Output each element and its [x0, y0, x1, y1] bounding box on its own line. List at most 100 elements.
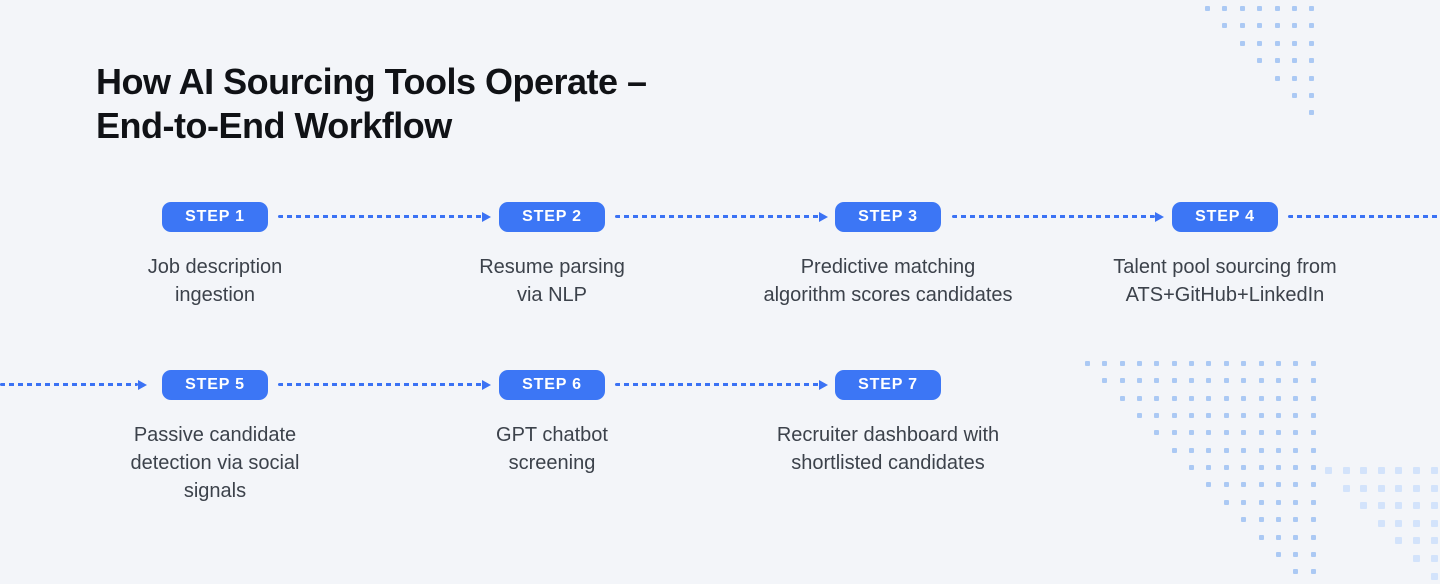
dot-square [1377, 467, 1385, 474]
dot-square [1223, 499, 1229, 505]
dot-square [1430, 537, 1438, 545]
dot-square [1310, 534, 1316, 540]
dot-square [1430, 519, 1438, 527]
dot-square [1223, 413, 1229, 419]
dot-square [1154, 395, 1160, 401]
step-label: Job description ingestion [147, 256, 283, 306]
dot-square [1223, 430, 1229, 436]
dot-square [1119, 361, 1125, 366]
dot-square [1258, 395, 1264, 401]
dot-square [1274, 6, 1280, 11]
dot-square [1119, 378, 1125, 384]
dot-square [1189, 395, 1195, 401]
page-title: How AI Sourcing Tools Operate – End-to-E… [96, 61, 647, 146]
dot-square [1137, 361, 1143, 366]
dot-square [1293, 395, 1299, 401]
flow-arrow-step2-step3 [615, 215, 819, 218]
dot-square [1293, 499, 1299, 505]
dot-square [1171, 430, 1177, 436]
dot-square [1241, 378, 1247, 384]
dot-square [1292, 93, 1297, 98]
dot-square [1395, 484, 1403, 492]
dot-square [1310, 447, 1316, 453]
dot-square [1325, 467, 1332, 474]
dot-square [1258, 413, 1264, 419]
dot-square [1293, 482, 1299, 488]
dot-square [1309, 75, 1315, 81]
dot-square [1310, 551, 1316, 557]
dot-square [1189, 361, 1195, 366]
dot-square [1275, 413, 1281, 419]
flow-arrow-step1-step2 [278, 215, 482, 218]
dot-square [1395, 502, 1403, 510]
dot-square [1310, 378, 1316, 384]
step-badge: STEP 7 [835, 370, 941, 400]
dot-square [1360, 484, 1368, 492]
dot-square [1275, 430, 1281, 436]
dot-square [1241, 447, 1247, 453]
dot-square [1241, 395, 1247, 401]
dot-square [1309, 6, 1315, 11]
step-block-7: STEP 7 Recruiter dashboard with shortlis… [718, 370, 1058, 477]
dot-square [1309, 93, 1315, 98]
dot-square [1275, 534, 1281, 540]
step-badge: STEP 1 [162, 202, 268, 232]
dot-square [1189, 413, 1195, 419]
dot-square [1171, 378, 1177, 384]
dot-square [1241, 430, 1247, 436]
dot-square [1310, 465, 1316, 471]
dot-square [1206, 378, 1212, 384]
dot-square [1206, 413, 1212, 419]
dot-square [1377, 502, 1385, 510]
dot-square [1223, 482, 1229, 488]
step-block-6: STEP 6 GPT chatbot screening [382, 370, 722, 477]
dot-square [1258, 361, 1264, 366]
dot-square [1171, 395, 1177, 401]
dot-square [1239, 6, 1245, 11]
dot-square [1293, 378, 1299, 384]
dot-square [1239, 23, 1245, 29]
dot-square [1241, 517, 1247, 523]
dot-square [1360, 467, 1368, 474]
dot-square [1413, 467, 1420, 474]
dot-square [1241, 361, 1247, 366]
dot-square [1223, 447, 1229, 453]
dot-square [1241, 482, 1247, 488]
dot-square [1310, 395, 1316, 401]
dot-square [1292, 75, 1297, 81]
dot-square [1293, 430, 1299, 436]
dot-square [1275, 378, 1281, 384]
step-label: Predictive matching algorithm scores can… [763, 256, 1013, 306]
dot-square [1137, 413, 1143, 419]
dot-square [1395, 519, 1403, 527]
dot-square [1223, 465, 1229, 471]
dot-square [1189, 465, 1195, 471]
dot-square [1293, 465, 1299, 471]
dot-square [1206, 465, 1212, 471]
dot-square [1275, 361, 1281, 366]
dot-square [1137, 395, 1143, 401]
dot-square [1241, 499, 1247, 505]
dot-square [1413, 555, 1420, 562]
dot-square [1222, 6, 1228, 11]
dot-square [1239, 40, 1245, 46]
step-label: Passive candidate detection via social s… [130, 424, 300, 502]
dot-square [1360, 502, 1368, 510]
dot-square [1189, 447, 1195, 453]
dot-square [1257, 40, 1263, 46]
dot-square [1413, 484, 1420, 492]
dot-square [1189, 430, 1195, 436]
dot-square [1206, 395, 1212, 401]
step-badge: STEP 5 [162, 370, 268, 400]
dot-square [1222, 23, 1228, 29]
dot-square [1206, 430, 1212, 436]
dot-square [1275, 447, 1281, 453]
dot-square [1377, 519, 1385, 527]
dot-square [1206, 447, 1212, 453]
dot-square [1274, 23, 1280, 29]
dot-square [1258, 499, 1264, 505]
dot-square [1223, 378, 1229, 384]
dot-square [1275, 465, 1281, 471]
step-block-1: STEP 1 Job description ingestion [45, 202, 385, 309]
dot-square [1171, 447, 1177, 453]
